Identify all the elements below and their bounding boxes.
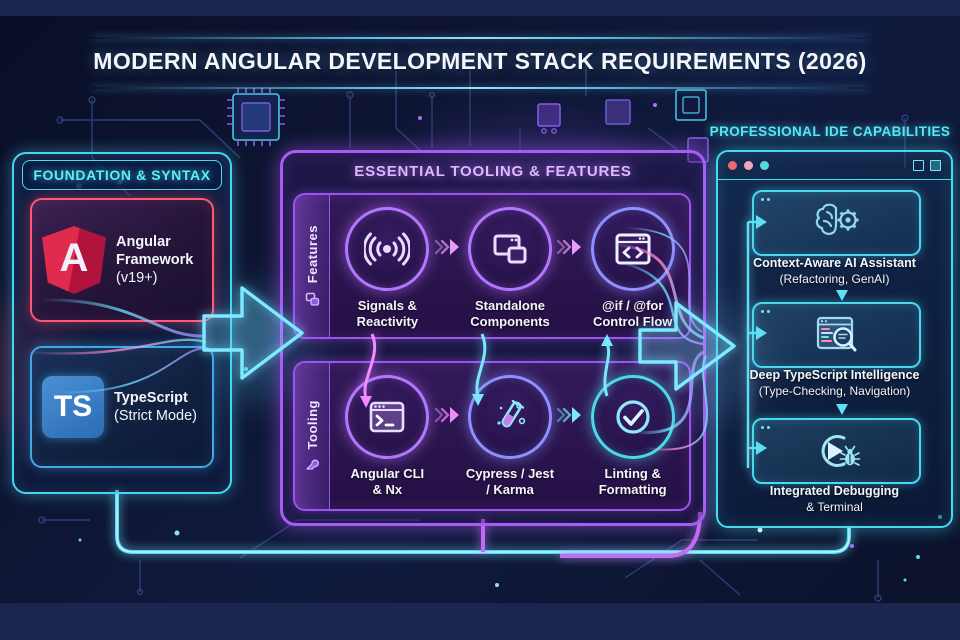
debugging-card [752,418,921,484]
ai-assistant-label: Context-Aware AI Assistant (Refactoring,… [753,256,916,286]
top-letterbox [0,0,960,16]
chip-icon [675,89,707,121]
wrench-icon [305,459,319,470]
debug-play-icon [821,435,860,467]
foundation-section: FOUNDATION & SYNTAX A Angular Framework … [12,152,232,494]
window-dot-cyan [760,161,769,170]
angular-card-label: Angular Framework (v19+) [116,233,194,287]
tool-testing: Cypress / Jest / Karma [464,375,557,498]
feature-signals: Signals & Reactivity [341,207,434,330]
essential-section: ESSENTIAL TOOLING & FEATURES Features [280,150,706,526]
title-divider-bottom [92,87,868,89]
feature-control-flow: @if / @for Control Flow [586,207,679,330]
ide-window: Context-Aware AI Assistant (Refactoring,… [716,150,953,528]
ide-titlebar [718,152,951,180]
page-title: MODERN ANGULAR DEVELOPMENT STACK REQUIRE… [93,48,867,74]
features-tab-label: Features [304,225,320,284]
standalone-components-icon [468,207,552,291]
ts-intelligence-card [752,302,921,368]
code-search-icon [816,316,856,352]
tool-cli: Angular CLI & Nx [341,375,434,498]
tooling-tab-label: Tooling [304,399,320,450]
chip-icon [227,88,285,146]
typescript-logo-icon: TS [42,376,104,438]
features-tab: Features [295,195,330,337]
title-divider-top [92,37,868,39]
flow-arrow-icon [557,239,582,255]
tooling-row: Tooling [293,361,691,511]
brain-gear-icon [815,203,858,235]
ts-intelligence-label: Deep TypeScript Intelligence (Type-Check… [749,368,920,398]
restore-icon [930,160,941,171]
window-dot-pink [744,161,753,170]
flow-arrow-icon [434,407,459,423]
tooling-tab: Tooling [295,363,330,509]
tool-linting: Linting & Formatting [586,375,679,498]
typescript-card: TS TypeScript (Strict Mode) [30,346,214,468]
debugging-label: Integrated Debugging & Terminal [769,484,900,514]
test-tube-icon [468,375,552,459]
typescript-card-label: TypeScript (Strict Mode) [114,389,197,424]
features-row: Features [293,193,691,339]
check-circle-icon [590,375,675,459]
terminal-icon [345,375,430,459]
ai-assistant-card [752,190,921,256]
maximize-icon [913,160,924,171]
angular-framework-card: A Angular Framework (v19+) [30,198,214,322]
control-flow-icon [590,207,675,291]
feature-standalone: Standalone Components [464,207,557,330]
ide-header: PROFESSIONAL IDE CAPABILITIES [709,124,951,139]
chip-icon [605,99,631,125]
signals-icon [345,207,430,291]
angular-logo-icon: A [42,226,106,294]
essential-header: ESSENTIAL TOOLING & FEATURES [354,163,632,180]
window-dot-red [728,161,737,170]
flow-arrow-icon [434,239,459,255]
flow-arrow-icon [557,407,582,423]
bottom-letterbox [0,603,960,640]
foundation-header: FOUNDATION & SYNTAX [22,160,222,190]
components-icon [305,292,319,306]
tooling-items: Angular CLI & Nx [329,363,689,509]
chip-icon [537,103,561,134]
features-items: Signals & Reactivity [329,195,689,337]
